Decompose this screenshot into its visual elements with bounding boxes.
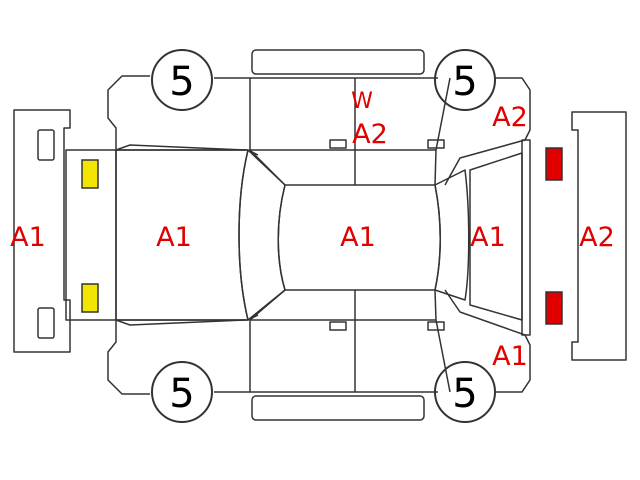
bottom-rear-door-edge [435,319,451,393]
label-hood: A1 [156,222,192,253]
wheel-rear-right-circle [434,361,496,423]
wheel-rear-left-value: 5 [452,59,477,105]
label-lower-rear-fender: A1 [492,341,528,372]
top-side-step [251,49,425,75]
wheel-rear-left-circle [434,49,496,111]
bottom-front-fender [115,319,246,326]
front-bumper-slot-top [37,129,55,161]
bottom-body-side [107,289,531,395]
top-front-fender [115,144,246,151]
wheel-rear-right-value: 5 [452,371,477,417]
front-bumper-slot-bottom [37,307,55,339]
wheel-front-left-circle [151,49,213,111]
top-pillars [249,149,437,186]
top-body-side [107,75,531,186]
wheel-front-right-circle [151,361,213,423]
headlight-top [81,159,99,189]
label-upper-door-a: A2 [352,119,388,150]
label-upper-door-w: W [351,89,373,114]
bottom-pillars [249,289,437,321]
wheel-front-right-value: 5 [169,371,194,417]
top-rear-door-edge [435,77,451,151]
bottom-rear-handle [427,321,445,331]
label-front-bumper: A1 [10,222,46,253]
bottom-side-step [251,395,425,421]
rear-bumper [571,111,627,361]
rear-glass-frame [434,169,470,301]
wheel-front-left-value: 5 [169,59,194,105]
label-roof: A1 [340,222,376,253]
label-upper-rear-fender: A2 [492,102,528,133]
front-bumper [13,109,71,353]
label-rear-bumper: A2 [579,222,615,253]
bottom-front-handle [329,321,347,331]
top-front-handle [329,139,347,149]
taillight-bottom [545,291,563,325]
top-rear-handle [427,139,445,149]
taillight-top [545,147,563,181]
label-rear-glass: A1 [470,222,506,253]
tail-panel [521,139,531,336]
headlight-bottom [81,283,99,313]
